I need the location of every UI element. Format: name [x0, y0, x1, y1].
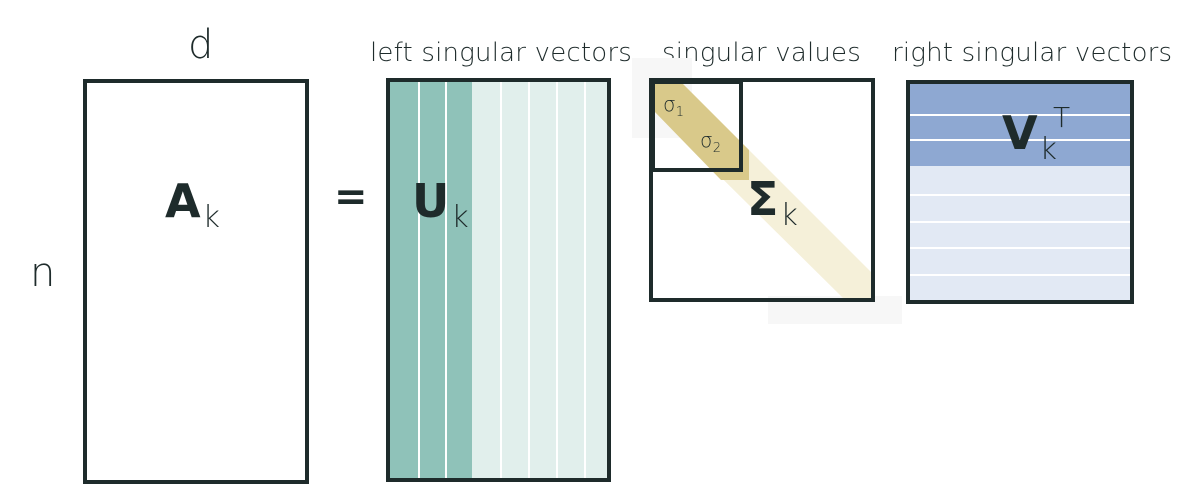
- matrix-sigma-box: σ1 σ2 Σk: [649, 78, 875, 302]
- singular-values-caption: singular values: [662, 38, 862, 68]
- matrix-u-label: Uk: [412, 174, 469, 235]
- equals-sign: =: [334, 174, 368, 220]
- u-remaining-columns: [472, 82, 607, 478]
- sigma-2-label: σ2: [700, 128, 721, 156]
- sigma-selected-diagonal: [653, 82, 749, 180]
- sigma-diagonal: [653, 82, 871, 298]
- matrix-u-box: Uk: [386, 78, 611, 482]
- left-singular-vectors-caption: left singular vectors: [370, 38, 633, 68]
- matrix-v-box: VkT: [906, 80, 1134, 304]
- sigma-1-label: σ1: [663, 92, 684, 120]
- right-singular-vectors-caption: right singular vectors: [892, 38, 1173, 68]
- v-remaining-rows: [910, 166, 1130, 300]
- u-selected-columns: [390, 82, 472, 478]
- v-selected-rows: [910, 84, 1130, 166]
- dimension-n-label: n: [30, 250, 56, 296]
- matrix-v-label: VkT: [1002, 101, 1071, 167]
- matrix-a-label: Ak: [165, 174, 220, 235]
- matrix-a-box: Ak: [83, 79, 309, 484]
- sigma-k-block: [653, 82, 743, 172]
- dimension-d-label: d: [188, 22, 214, 68]
- matrix-sigma-label: Σk: [747, 172, 798, 233]
